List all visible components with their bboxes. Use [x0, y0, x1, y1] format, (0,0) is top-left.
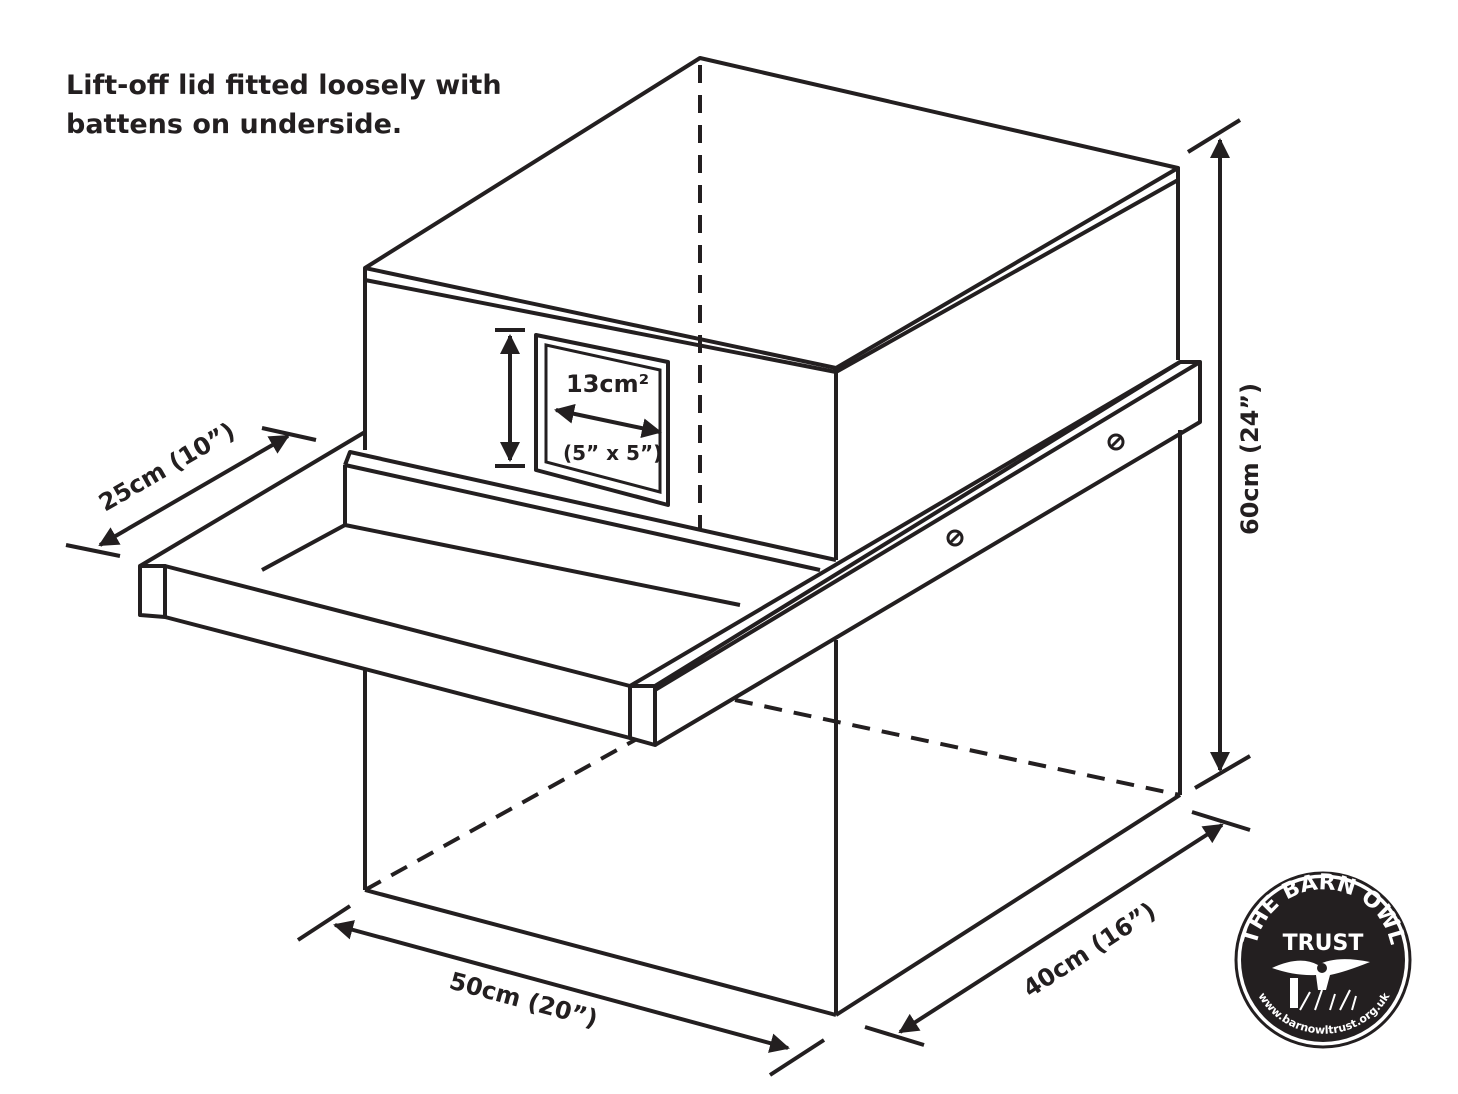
height-label: 60cm (24”) [1236, 383, 1264, 535]
logo-center-text: TRUST [1283, 931, 1364, 956]
entrance-hole [534, 333, 670, 507]
depth-dimension: 40cm (16”) [864, 810, 1251, 1047]
lid-caption-line-1: Lift-off lid fitted loosely with [66, 70, 502, 101]
hole-size-label: 13cm² [566, 370, 649, 398]
owl-icon [1272, 959, 1370, 990]
hole-size-inches-label: (5” x 5”) [563, 441, 662, 465]
lid-caption: Lift-off lid fitted loosely with battens… [66, 66, 502, 144]
lid-caption-line-2: battens on underside. [66, 109, 403, 140]
box-body [363, 56, 1182, 1017]
platform-depth-label: 25cm (10”) [94, 417, 240, 517]
height-dimension: 60cm (24”) [1186, 118, 1264, 790]
hole-dimension: 13cm² (5” x 5”) [495, 328, 662, 468]
platform [138, 360, 1202, 747]
post-icon [1290, 978, 1298, 1008]
barn-owl-trust-logo: THE BARN OWL TRUST www.barnowltrust.org.… [1234, 870, 1412, 1049]
screw-icon [946, 529, 964, 547]
depth-label: 40cm (16”) [1018, 897, 1161, 1003]
hidden-edges [364, 65, 1181, 892]
screw-icon [1107, 433, 1125, 451]
grass-icon [1299, 989, 1357, 1011]
